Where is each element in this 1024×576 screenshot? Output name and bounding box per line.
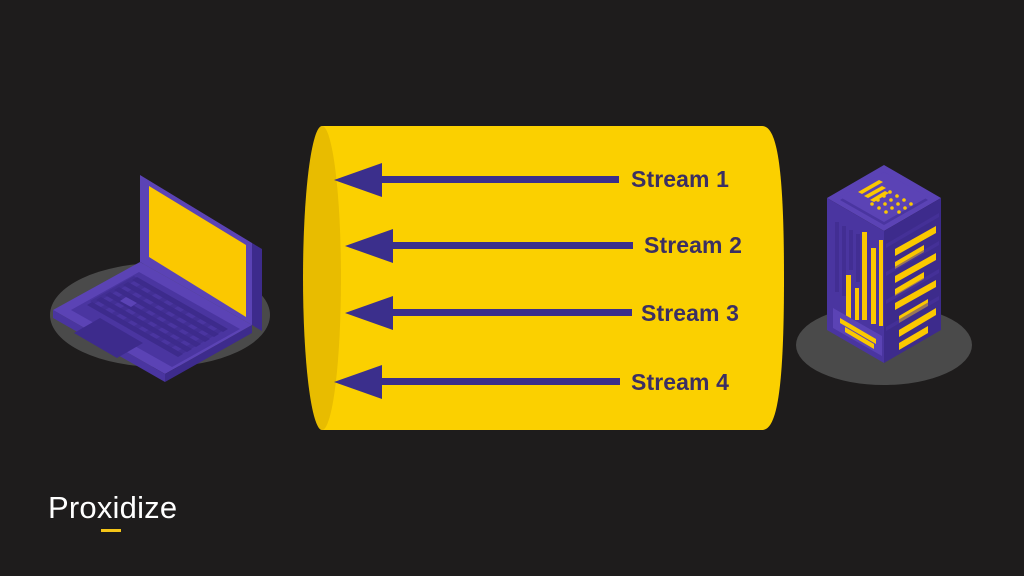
stream-arrow-3 (345, 296, 632, 330)
laptop-indicator (120, 297, 137, 307)
stream-label-2: Stream 2 (644, 232, 742, 258)
stream-arrows (334, 163, 633, 399)
laptop-screen-edge (252, 243, 262, 331)
laptop-screen-display (149, 186, 246, 317)
stream-arrow-4 (334, 365, 620, 399)
server-left-bottom-lights (840, 318, 876, 349)
server-rack-illustration (796, 165, 972, 385)
stream-label-4: Stream 4 (631, 369, 729, 395)
laptop-base-side (165, 325, 252, 382)
server-top-dashes (858, 180, 889, 202)
laptop-illustration (50, 175, 270, 382)
brand-logo-text: Proxidize (48, 490, 178, 525)
server-left-vents (835, 222, 860, 296)
stream-label-3: Stream 3 (641, 300, 739, 326)
server-top-dot-matrix (870, 190, 913, 214)
stream-label-1: Stream 1 (631, 166, 729, 192)
server-right-slots (886, 213, 939, 331)
brand-logo-accent-underline (101, 529, 121, 532)
cylinder-left-cap (303, 126, 341, 430)
laptop-keyboard-columns (90, 276, 226, 354)
server-left-lights (846, 232, 883, 326)
data-pipe-cylinder (303, 126, 784, 430)
brand-logo: Proxidize (48, 490, 178, 532)
stream-arrow-2 (345, 229, 633, 263)
stream-arrow-1 (334, 163, 619, 197)
laptop-trackpad (74, 318, 143, 358)
cylinder-body (322, 126, 784, 430)
